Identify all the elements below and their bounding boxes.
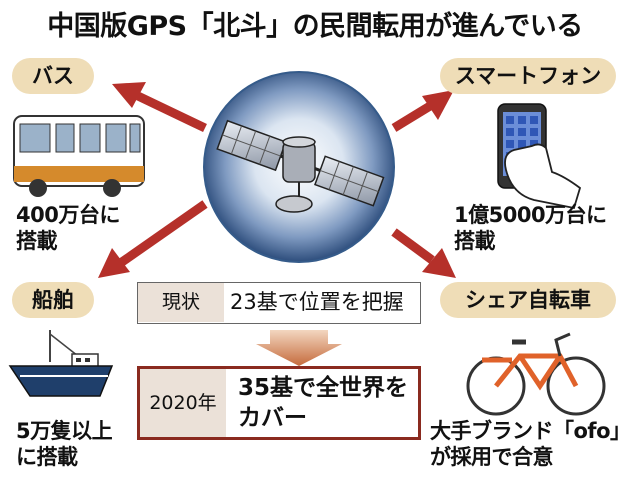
arrow-to-bike — [391, 228, 456, 278]
progress-down-arrow — [256, 330, 342, 366]
future-status-box: 2020年 35基で全世界を カバー — [137, 366, 421, 440]
smartphone-detail-line2: 搭載 — [454, 229, 495, 253]
satellite-icon — [216, 119, 385, 213]
future-status-line2: カバー — [238, 405, 307, 431]
page-title: 中国版GPS「北斗」の民間転用が進んでいる — [47, 11, 583, 42]
bus-detail: 400万台に 搭載 — [16, 202, 120, 254]
current-status-text: 23基で位置を把握 — [230, 290, 404, 314]
bus-icon — [13, 115, 145, 197]
ship-detail: 5万隻以上 に搭載 — [16, 418, 113, 470]
bike-detail: 大手ブランド「ofo」 が採用で合意 — [430, 418, 630, 470]
smartphone-icon — [497, 103, 582, 210]
smartphone-detail-line1: 1億5000万台に — [454, 203, 607, 227]
ship-detail-line2: に搭載 — [16, 445, 78, 469]
arrow-to-bus — [112, 82, 207, 133]
smartphone-detail: 1億5000万台に 搭載 — [454, 202, 607, 254]
arrow-to-smartphone — [391, 90, 454, 132]
future-status-text: 35基で全世界を カバー — [238, 373, 418, 433]
bike-label: シェア自転車 — [440, 282, 616, 318]
bus-label: バス — [12, 58, 94, 94]
bike-detail-line1: 大手ブランド「ofo」 — [430, 419, 630, 443]
bike-detail-line2: が採用で合意 — [430, 445, 554, 469]
ship-icon — [8, 330, 114, 397]
current-status-tag: 現状 — [138, 283, 224, 322]
smartphone-label: スマートフォン — [440, 58, 616, 94]
bus-detail-line1: 400万台に — [16, 203, 120, 227]
ship-label: 船舶 — [12, 282, 94, 318]
arrow-to-ship — [98, 200, 208, 278]
bicycle-icon — [466, 332, 606, 416]
current-status-box: 現状 23基で位置を把握 — [137, 282, 421, 324]
future-status-line1: 35基で全世界を — [238, 375, 409, 401]
bus-detail-line2: 搭載 — [16, 229, 57, 253]
future-status-tag: 2020年 — [140, 369, 226, 437]
ship-detail-line1: 5万隻以上 — [16, 419, 113, 443]
